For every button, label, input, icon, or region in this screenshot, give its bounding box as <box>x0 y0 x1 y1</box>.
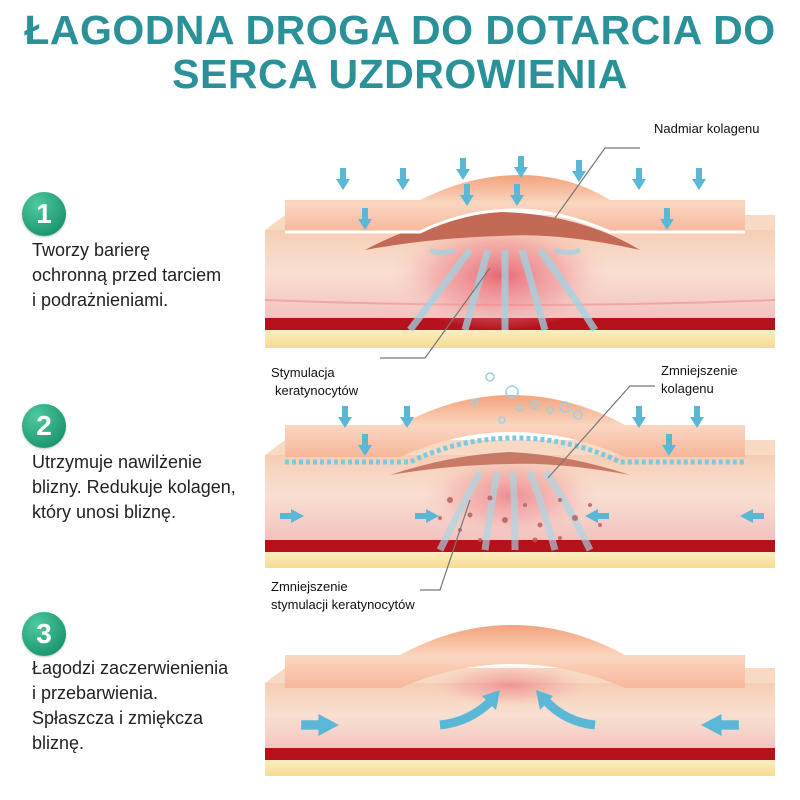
silicone-patch-3 <box>285 625 745 688</box>
inflammation-glow-1 <box>390 220 610 330</box>
label-line: Stymulacja <box>271 365 335 380</box>
keratinocyte-streaks-1 <box>407 247 598 333</box>
title-line-1: ŁAGODNA DROGA DO DOTARCIA DO <box>24 7 776 53</box>
label-line: stymulacji keratynocytów <box>271 597 415 612</box>
label-reduced-stimulation: Zmniejszenie stymulacji keratynocytów <box>271 578 415 614</box>
step-1-line: i podrażnieniami. <box>32 290 169 310</box>
curved-arrow-icon <box>541 696 596 730</box>
pointer-line <box>554 147 640 219</box>
pointer-line <box>420 499 471 591</box>
blood-vessel-3 <box>265 748 775 760</box>
step-1-badge: 1 <box>22 192 66 236</box>
step-3-line: Spłaszcza i zmiękcza <box>32 708 204 728</box>
fat-layer-1 <box>265 330 775 348</box>
silicone-patch-1 <box>285 175 745 232</box>
down-arrow-icon <box>336 168 350 190</box>
label-line: Zmniejszenie <box>661 363 738 378</box>
label-stimulation: Stymulacja keratynocytów <box>271 364 358 400</box>
scene-1 <box>264 147 776 359</box>
step-2-line: Utrzymuje nawilżenie <box>32 452 203 472</box>
down-arrow-icon <box>690 406 704 428</box>
moisture-layer <box>285 435 745 465</box>
pointer-line <box>380 267 491 359</box>
down-arrow-icon <box>456 158 470 180</box>
page-title: ŁAGODNA DROGA DO DOTARCIA DO SERCA UZDRO… <box>0 8 800 96</box>
bubbles <box>471 372 583 424</box>
step-3-badge: 3 <box>22 612 66 656</box>
down-arrow-icon <box>396 168 410 190</box>
silicone-patch-2 <box>285 395 745 457</box>
title-line-2: SERCA UZDROWIENIA <box>172 51 628 97</box>
step-2-description: Utrzymuje nawilżenie blizny. Redukuje ko… <box>32 450 267 525</box>
step-2-line: blizny. Redukuje kolagen, <box>32 477 236 497</box>
blood-vessel-2 <box>265 540 775 552</box>
label-excess-collagen: Nadmiar kolagenu <box>654 121 760 136</box>
step-2-badge: 2 <box>22 404 66 448</box>
scene-2 <box>265 372 775 591</box>
step-3-description: Łagodzi zaczerwienienia i przebarwienia.… <box>32 656 267 756</box>
label-reduced-collagen: Zmniejszenie kolagenu <box>661 362 738 398</box>
fat-layer-2 <box>265 552 775 568</box>
down-arrow-icon <box>632 168 646 190</box>
collagen-particles <box>438 495 602 543</box>
label-line: keratynocytów <box>275 383 359 398</box>
label-line: kolagenu <box>661 381 714 396</box>
step-1-line: Tworzy barierę <box>32 240 151 260</box>
step-1-description: Tworzy barierę ochronną przed tarciem i … <box>32 238 267 313</box>
step-3-line: i przebarwienia. <box>32 683 159 703</box>
keratinocyte-streaks-2 <box>436 470 594 552</box>
step-1-line: ochronną przed tarciem <box>32 265 222 285</box>
fat-layer-3 <box>265 760 775 776</box>
down-arrow-icon <box>632 406 646 428</box>
down-arrow-icon <box>572 160 586 182</box>
down-arrow-icon <box>338 406 352 428</box>
down-arrow-icon <box>514 156 528 178</box>
step-3-line: bliznę. <box>32 733 85 753</box>
step-3-line: Łagodzi zaczerwienienia <box>32 658 229 678</box>
scene-3 <box>265 625 775 776</box>
down-arrow-icon <box>692 168 706 190</box>
scar-collagen-1 <box>365 212 640 250</box>
pointer-line <box>547 385 655 479</box>
curved-arrow-icon <box>439 696 496 730</box>
label-line: Zmniejszenie <box>271 579 348 594</box>
step-2-line: który unosi bliznę. <box>32 502 177 522</box>
